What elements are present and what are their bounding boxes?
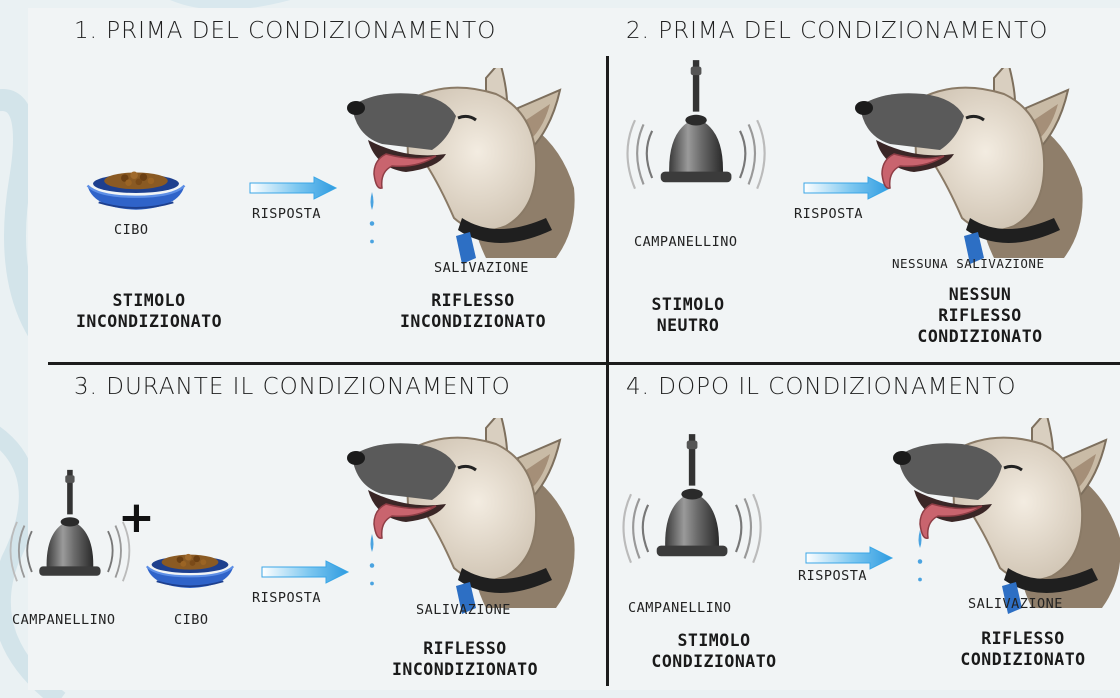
reflex-caption: RIFLESSO INCONDIZIONATO: [354, 638, 576, 680]
caption-line: INCONDIZIONATO: [399, 312, 547, 331]
caption-line: INCONDIZIONATO: [391, 660, 539, 679]
response-arrow-icon: [248, 176, 338, 200]
arrow-label: RISPOSTA: [798, 568, 868, 584]
caption-line: CONDIZIONATO: [651, 652, 777, 671]
arrow-label: RISPOSTA: [252, 590, 322, 606]
caption-line: STIMOLO: [677, 631, 751, 650]
caption-line: RIFLESSO: [938, 306, 1022, 325]
dog-head-icon: [854, 68, 1094, 268]
stimulus-item-label-2: CIBO: [174, 612, 209, 628]
plus-icon: +: [118, 492, 155, 543]
dog-head-icon: [346, 68, 586, 268]
stimulus-item-label: CIBO: [114, 222, 149, 238]
response-label: SALIVAZIONE: [968, 596, 1063, 612]
saliva-drops-icon: [362, 534, 382, 594]
response-label: SALIVAZIONE: [416, 602, 511, 618]
response-label: NESSUNA SALIVAZIONE: [892, 256, 1045, 271]
stimulus-caption: STIMOLO CONDIZIONATO: [624, 630, 804, 672]
reflex-caption: RIFLESSO CONDIZIONATO: [928, 628, 1118, 670]
vertical-divider: [606, 56, 609, 686]
caption-line: INCONDIZIONATO: [75, 312, 223, 331]
response-arrow-icon: [260, 560, 350, 584]
response-label: SALIVAZIONE: [434, 260, 529, 276]
caption-line: RIFLESSO: [423, 639, 507, 658]
saliva-drops-icon: [362, 192, 382, 252]
bell-icon: [616, 432, 766, 582]
reflex-caption: NESSUN RIFLESSO CONDIZIONATO: [890, 284, 1070, 347]
stimulus-caption: STIMOLO NEUTRO: [628, 294, 748, 336]
stimulus-item-label: CAMPANELLINO: [634, 234, 738, 250]
caption-line: RIFLESSO: [431, 291, 515, 310]
caption-line: CONDIZIONATO: [917, 327, 1043, 346]
caption-line: CONDIZIONATO: [960, 650, 1086, 669]
caption-line: NEUTRO: [656, 316, 720, 335]
stimulus-caption: STIMOLO INCONDIZIONATO: [38, 290, 260, 332]
saliva-drops-icon: [910, 530, 930, 590]
reflex-caption: RIFLESSO INCONDIZIONATO: [362, 290, 584, 332]
food-bowl-icon: [80, 164, 192, 222]
panel-title: 3. DURANTE IL CONDIZIONAMENTO: [74, 374, 511, 400]
panel-title: 1. PRIMA DEL CONDIZIONAMENTO: [74, 18, 497, 44]
stimulus-item-label: CAMPANELLINO: [628, 600, 732, 616]
food-bowl-icon: [140, 548, 240, 598]
bell-icon: [4, 468, 134, 598]
caption-line: STIMOLO: [651, 295, 725, 314]
panel-title: 2. PRIMA DEL CONDIZIONAMENTO: [626, 18, 1049, 44]
response-arrow-icon: [804, 546, 894, 570]
bell-icon: [620, 58, 770, 208]
arrow-label: RISPOSTA: [794, 206, 864, 222]
caption-line: NESSUN: [948, 285, 1012, 304]
arrow-label: RISPOSTA: [252, 206, 322, 222]
caption-line: RIFLESSO: [981, 629, 1065, 648]
horizontal-divider: [48, 362, 1120, 365]
dog-head-icon: [346, 418, 586, 618]
panel-title: 4. DOPO IL CONDIZIONAMENTO: [626, 374, 1017, 400]
stimulus-item-label: CAMPANELLINO: [12, 612, 116, 628]
caption-line: STIMOLO: [112, 291, 186, 310]
diagram-card: 1. PRIMA DEL CONDIZIONAMENTO CIBO RISPOS…: [28, 8, 1120, 690]
